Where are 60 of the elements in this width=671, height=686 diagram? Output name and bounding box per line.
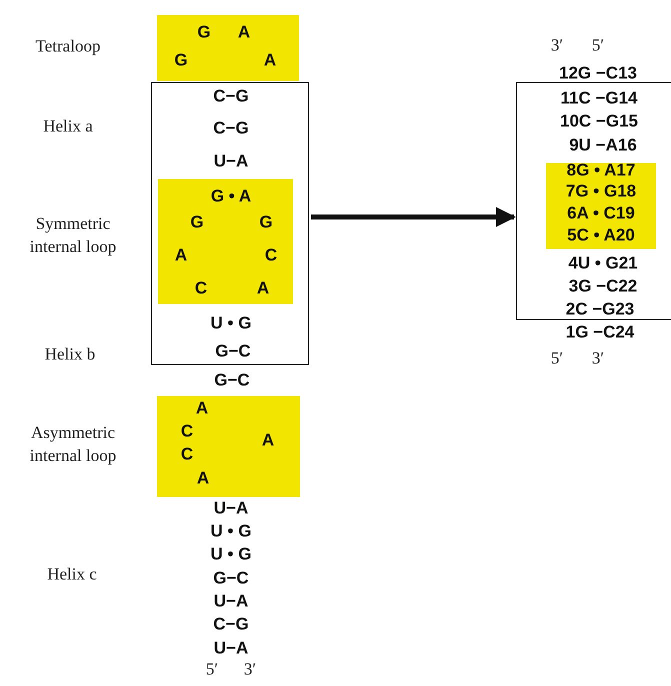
strand-end-label: 5′: [206, 660, 218, 678]
base-pair: U−A: [214, 500, 248, 516]
base-pair: 1G −C24: [566, 324, 634, 340]
nucleotide-letter: A: [196, 470, 210, 486]
base-pair: U • G: [210, 314, 252, 332]
strand-end-label: 5′: [550, 350, 564, 366]
nucleotide-letter: G: [197, 24, 211, 40]
region-label: Symmetric internal loop: [28, 213, 118, 258]
nucleotide-letter: A: [174, 246, 188, 264]
strand-end-label: 3′: [592, 350, 604, 366]
region-label: Helix b: [44, 344, 96, 366]
helix-box: [151, 82, 309, 365]
base-pair: 7G • G18: [566, 182, 636, 200]
base-pair: 12G −C13: [559, 64, 637, 82]
base-pair: 3G −C22: [568, 278, 638, 294]
region-label: Helix c: [46, 564, 98, 586]
loop-highlight: [157, 15, 299, 81]
base-pair: 5C • A20: [567, 226, 635, 244]
base-pair: U • G: [210, 522, 252, 540]
nucleotide-letter: A: [262, 432, 274, 448]
base-pair: G • A: [210, 188, 252, 204]
region-label: Tetraloop: [34, 36, 102, 58]
region-label: Asymmetric internal loop: [28, 422, 118, 467]
base-pair: 2C −G23: [566, 300, 634, 318]
base-pair: G−C: [214, 372, 250, 388]
base-pair: U−A: [214, 640, 248, 656]
nucleotide-letter: C: [180, 422, 194, 440]
nucleotide-letter: C: [194, 280, 208, 296]
nucleotide-letter: G: [174, 52, 188, 68]
helix-box: [516, 82, 671, 320]
arrow: [311, 207, 516, 227]
base-pair: 11C −G14: [560, 90, 638, 106]
strand-end-label: 5′: [592, 36, 604, 54]
nucleotide-letter: C: [180, 446, 194, 462]
strand-end-label: 3′: [550, 36, 564, 54]
base-pair: 8G • A17: [566, 162, 636, 178]
base-pair: C−G: [213, 616, 249, 632]
base-pair: 9U −A16: [569, 136, 637, 154]
base-pair: 6A • C19: [567, 204, 635, 222]
base-pair: 4U • G21: [568, 254, 638, 272]
nucleotide-letter: G: [190, 214, 204, 230]
loop-highlight: [546, 163, 656, 249]
base-pair: U−A: [214, 592, 248, 610]
base-pair: C−G: [213, 88, 249, 104]
nucleotide-letter: C: [264, 246, 278, 264]
base-pair: G−C: [215, 342, 251, 360]
base-pair: U • G: [210, 546, 252, 562]
strand-end-label: 3′: [244, 660, 256, 678]
nucleotide-letter: A: [256, 280, 270, 296]
nucleotide-letter: G: [259, 214, 273, 230]
nucleotide-letter: A: [264, 52, 276, 68]
nucleotide-letter: A: [196, 400, 208, 416]
loop-highlight: [158, 179, 293, 304]
loop-highlight: [157, 396, 300, 497]
region-label: Helix a: [42, 116, 94, 138]
base-pair: 10C −G15: [560, 112, 638, 130]
base-pair: C−G: [213, 120, 249, 136]
base-pair: G−C: [213, 570, 249, 586]
nucleotide-letter: A: [238, 24, 250, 40]
base-pair: U−A: [214, 152, 248, 170]
